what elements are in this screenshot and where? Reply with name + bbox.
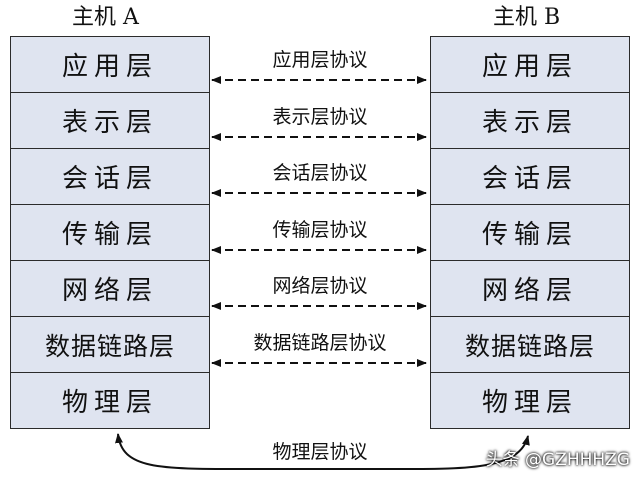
host-b-layer-session: 会话层 xyxy=(431,149,629,205)
host-b-stack: 应用层 表示层 会话层 传输层 网络层 数据链路层 物理层 xyxy=(430,36,630,429)
host-b-layer-presentation: 表示层 xyxy=(431,93,629,149)
protocol-label-physical: 物理层协议 xyxy=(272,441,368,463)
host-a-layer-application: 应用层 xyxy=(11,37,209,93)
watermark: 头条 @GZHHHZG xyxy=(485,450,630,470)
protocol-label-presentation: 表示层协议 xyxy=(272,106,368,128)
host-a-stack: 应用层 表示层 会话层 传输层 网络层 数据链路层 物理层 xyxy=(10,36,210,429)
protocol-label-session: 会话层协议 xyxy=(272,162,368,184)
host-b-layer-network: 网络层 xyxy=(431,261,629,317)
host-b-layer-datalink: 数据链路层 xyxy=(431,317,629,373)
protocol-label-transport: 传输层协议 xyxy=(272,219,368,241)
host-b-layer-application: 应用层 xyxy=(431,37,629,93)
host-a-layer-presentation: 表示层 xyxy=(11,93,209,149)
host-a-layer-transport: 传输层 xyxy=(11,205,209,261)
host-a-title: 主机 A xyxy=(72,5,139,30)
host-a-layer-session: 会话层 xyxy=(11,149,209,205)
host-b-layer-physical: 物理层 xyxy=(431,373,629,428)
host-b-layer-transport: 传输层 xyxy=(431,205,629,261)
host-b-title: 主机 B xyxy=(493,5,561,30)
protocol-label-network: 网络层协议 xyxy=(272,275,368,297)
host-a-layer-network: 网络层 xyxy=(11,261,209,317)
host-a-layer-physical: 物理层 xyxy=(11,373,209,428)
host-a-layer-datalink: 数据链路层 xyxy=(11,317,209,373)
protocol-label-datalink: 数据链路层协议 xyxy=(253,332,387,354)
physical-link-arrow xyxy=(115,433,530,471)
protocol-label-application: 应用层协议 xyxy=(272,49,368,71)
